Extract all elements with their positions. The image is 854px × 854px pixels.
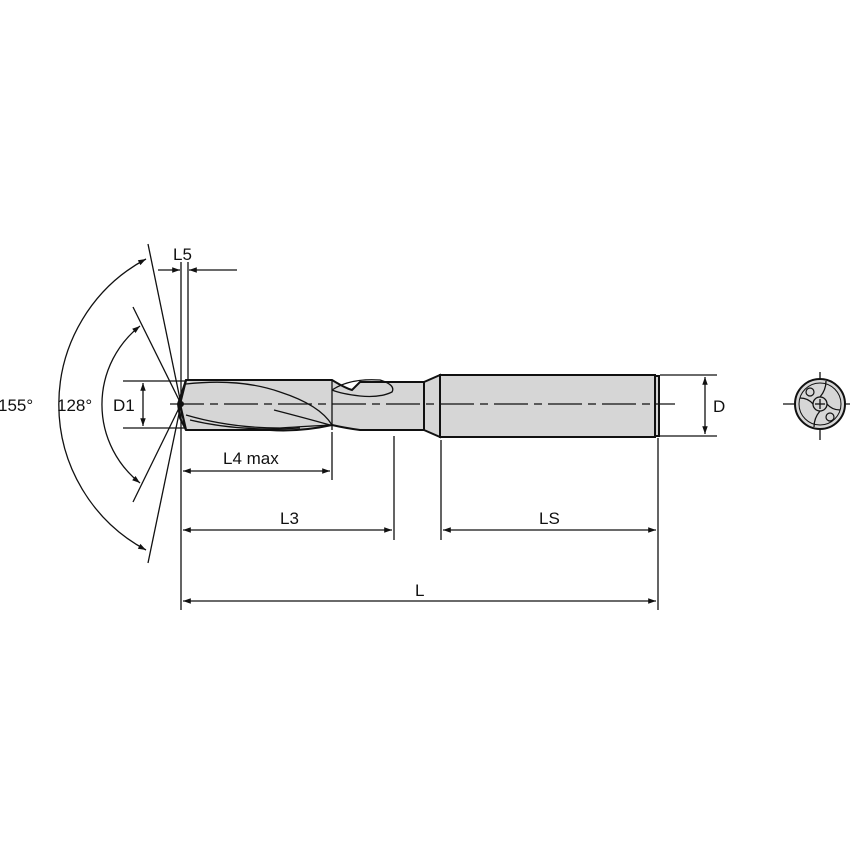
flute-curve-4 [273, 409, 331, 426]
flute-exit [331, 379, 394, 398]
drill-flute-section [176, 379, 425, 432]
l5-dimension [158, 262, 237, 402]
flute-curve-1 [185, 381, 333, 426]
flute-curve-3 [189, 419, 301, 430]
d1-label: D1 [113, 396, 135, 415]
l5-label: L5 [173, 245, 192, 264]
coolant-hole-2 [825, 412, 835, 422]
angle-128-arc [101, 325, 141, 484]
angle-155-lower-line [147, 403, 182, 564]
angle-128-upper-line [132, 306, 182, 405]
drill-shank [439, 374, 656, 438]
angle-155-label: 155° [0, 396, 33, 415]
l3-label: L3 [280, 509, 299, 528]
angle-155-arc [58, 258, 147, 551]
end-view [783, 372, 850, 440]
end-view-inner-circle [798, 382, 842, 426]
angle-128-lower-line [132, 403, 182, 503]
cutting-edge-1 [799, 397, 814, 405]
angle-155-upper-line [147, 243, 182, 405]
d1-dimension [123, 380, 186, 429]
drill-neck [423, 373, 441, 439]
l-label: L [415, 581, 424, 600]
flute-edge-1 [819, 380, 827, 398]
flute-curve-2 [185, 414, 333, 429]
d-dimension [660, 374, 717, 437]
flute-edge-2 [813, 410, 821, 428]
shank-end-chamfer [654, 375, 660, 437]
d-label: D [713, 397, 725, 416]
coolant-hole-1 [805, 387, 815, 397]
drill-body [170, 373, 675, 439]
cutting-edge-2 [826, 403, 841, 411]
angle-128-label: 128° [57, 396, 92, 415]
l4-label: L4 max [223, 449, 279, 468]
angle-construction [58, 243, 182, 564]
ls-label: LS [539, 509, 560, 528]
